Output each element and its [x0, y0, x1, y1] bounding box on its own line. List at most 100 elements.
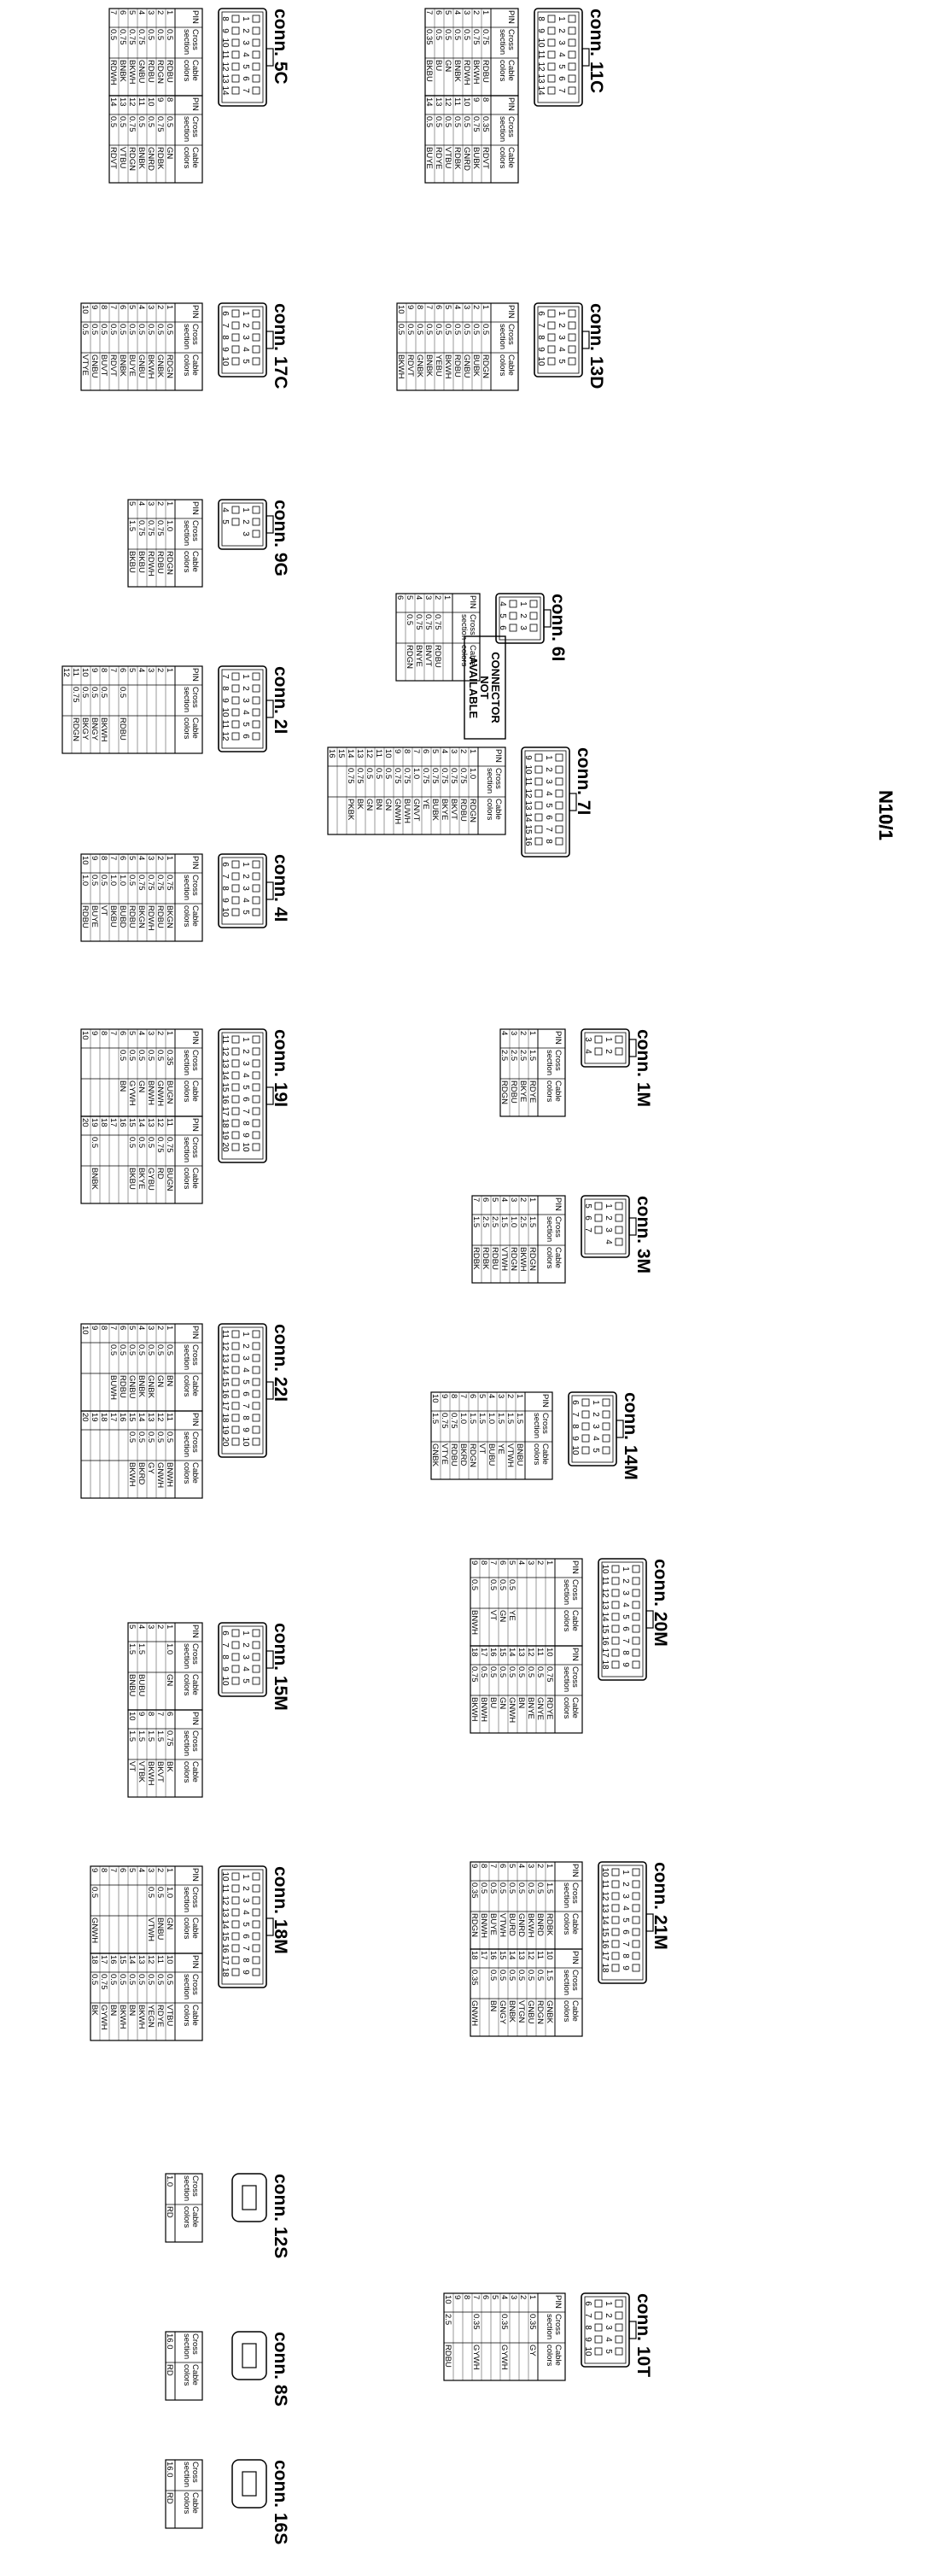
- table-header-2-1: colors: [545, 1247, 554, 1269]
- table-header-0-1: section: [182, 2175, 191, 2201]
- pin-cavity-icon: [231, 1059, 240, 1068]
- table-cell: GN: [155, 1375, 165, 1387]
- table-cell: GN: [137, 1080, 146, 1092]
- table-cell: BKGY: [80, 717, 90, 741]
- pin-number: 3: [557, 335, 566, 340]
- table-cell: 1: [545, 1864, 554, 1868]
- table-cell: 0.5: [99, 875, 108, 886]
- pin-number: 9: [220, 347, 230, 352]
- table-cell: 0.35: [528, 2314, 537, 2330]
- pin-cavity-icon: [547, 74, 556, 83]
- table-cell: RDBK: [155, 147, 165, 170]
- table-cell: 1.5: [155, 1730, 165, 1742]
- table-cell: BUBD: [118, 905, 127, 928]
- table-cell: 0.75: [146, 520, 155, 536]
- pin-number: 3: [241, 531, 250, 536]
- pin-cavity-icon: [252, 860, 260, 869]
- table-row: 7: [108, 1868, 118, 1872]
- table-row: 2: [155, 668, 165, 672]
- pin-cavity-icon: [231, 1426, 240, 1434]
- pin-cavity-icon: [252, 309, 260, 318]
- table-cell: 0.5: [434, 29, 443, 40]
- table-cell: 0.5: [526, 1970, 535, 1981]
- table-cell: 2: [155, 856, 165, 860]
- table-cell: 1.0: [165, 2175, 174, 2187]
- table-cell: 0.5: [127, 1050, 137, 1061]
- table-cell: 0.5: [155, 1344, 165, 1355]
- pin-number: 14: [600, 1915, 610, 1925]
- table-header-1-1: section: [182, 116, 191, 142]
- table-row: 8: [99, 1326, 108, 1330]
- pin-cavity-icon: [252, 672, 260, 681]
- table-row: 19: [90, 1413, 99, 1422]
- table-cell: 0.5: [452, 116, 462, 127]
- table-cell: VTBU: [443, 147, 452, 168]
- table-cell: RDBK: [452, 147, 462, 170]
- table-cell: 9: [471, 97, 481, 102]
- table-header-2-0: Cable: [190, 1375, 200, 1396]
- pin-number: 15: [523, 824, 533, 834]
- pin-cavity-icon: [568, 50, 576, 59]
- table-cell: 5: [127, 501, 137, 506]
- table-cell: VTYE: [440, 1443, 449, 1465]
- table-cell: 18: [470, 1648, 479, 1657]
- pin-number: 13: [220, 1907, 230, 1917]
- table-header-2-0: Cable: [553, 2345, 563, 2366]
- pin-table: PINCrosssectionCablecolors10.75RDBU20.75…: [424, 8, 519, 97]
- pin-number: 5: [220, 519, 230, 524]
- pin-cavity-icon: [231, 684, 240, 693]
- pin-cavity-icon: [231, 872, 240, 881]
- table-header-1-1: section: [459, 614, 469, 640]
- table-cell: 0.75: [440, 768, 449, 784]
- table-cell: 0.5: [535, 1970, 545, 1981]
- pin-number: 12: [220, 61, 230, 72]
- table-header-1-1: section: [182, 1431, 191, 1457]
- table-header-2-1: colors: [532, 1443, 541, 1466]
- table-cell: RDBU: [118, 1375, 127, 1398]
- pin-cavity-icon: [252, 1047, 260, 1056]
- group-g3: N10/11234567891011121314151617181920conn…: [80, 790, 896, 1499]
- pin-cavity-icon: [568, 345, 576, 354]
- pin-number: 8: [570, 1424, 580, 1429]
- table-cell: BNBK: [452, 60, 462, 83]
- table-cell: 0.5: [479, 1666, 488, 1677]
- table-cell: 0.75: [545, 1666, 554, 1683]
- pin-number: 6: [621, 1626, 630, 1631]
- table-header-1-1: section: [182, 1137, 191, 1162]
- table-cell: 10: [462, 97, 471, 107]
- pin-cavity-icon: [252, 720, 260, 729]
- pin-number: 2: [241, 1049, 250, 1054]
- pin-table: PINCrosssectionCablecolors10.5RDGN20.5BU…: [396, 302, 519, 391]
- table-cell: PKBK: [346, 799, 355, 821]
- table-border: [80, 1410, 203, 1499]
- pin-cavity-icon: [547, 15, 556, 23]
- pin-number: 7: [220, 323, 230, 328]
- pin-cavity-icon: [231, 1071, 240, 1080]
- table-cell: VTWH: [499, 1247, 509, 1271]
- pin-number: 1: [241, 16, 250, 21]
- table-cell: RDBU: [452, 354, 462, 378]
- pin-cavity-icon: [252, 1968, 260, 1976]
- pin-number: 20: [220, 1437, 230, 1447]
- pin-cavity-icon: [632, 1892, 640, 1900]
- connector-shell-icon: [221, 1032, 264, 1160]
- table-cell: 1.5: [127, 1643, 137, 1654]
- table-cell: 3: [462, 10, 471, 15]
- table-cell: 1.5: [137, 1730, 146, 1742]
- table-cell: BNWH: [146, 1080, 155, 1105]
- pin-cavity-icon: [632, 1952, 640, 1960]
- pin-table: PINCrosssectionCablecolors11.5RDYE22.5BK…: [499, 1028, 566, 1117]
- table-cell: 0.5: [108, 324, 118, 335]
- table-cell: 1.5: [430, 1413, 440, 1424]
- table-border: [108, 95, 203, 184]
- table-cell: 0.5: [108, 1344, 118, 1355]
- table-header-0-0: PIN: [553, 1031, 563, 1045]
- table-cell: 0.5: [488, 1882, 498, 1894]
- pin-cavity-icon: [252, 50, 260, 59]
- pin-number: 1: [604, 1037, 613, 1042]
- pin-cavity-icon: [231, 518, 240, 526]
